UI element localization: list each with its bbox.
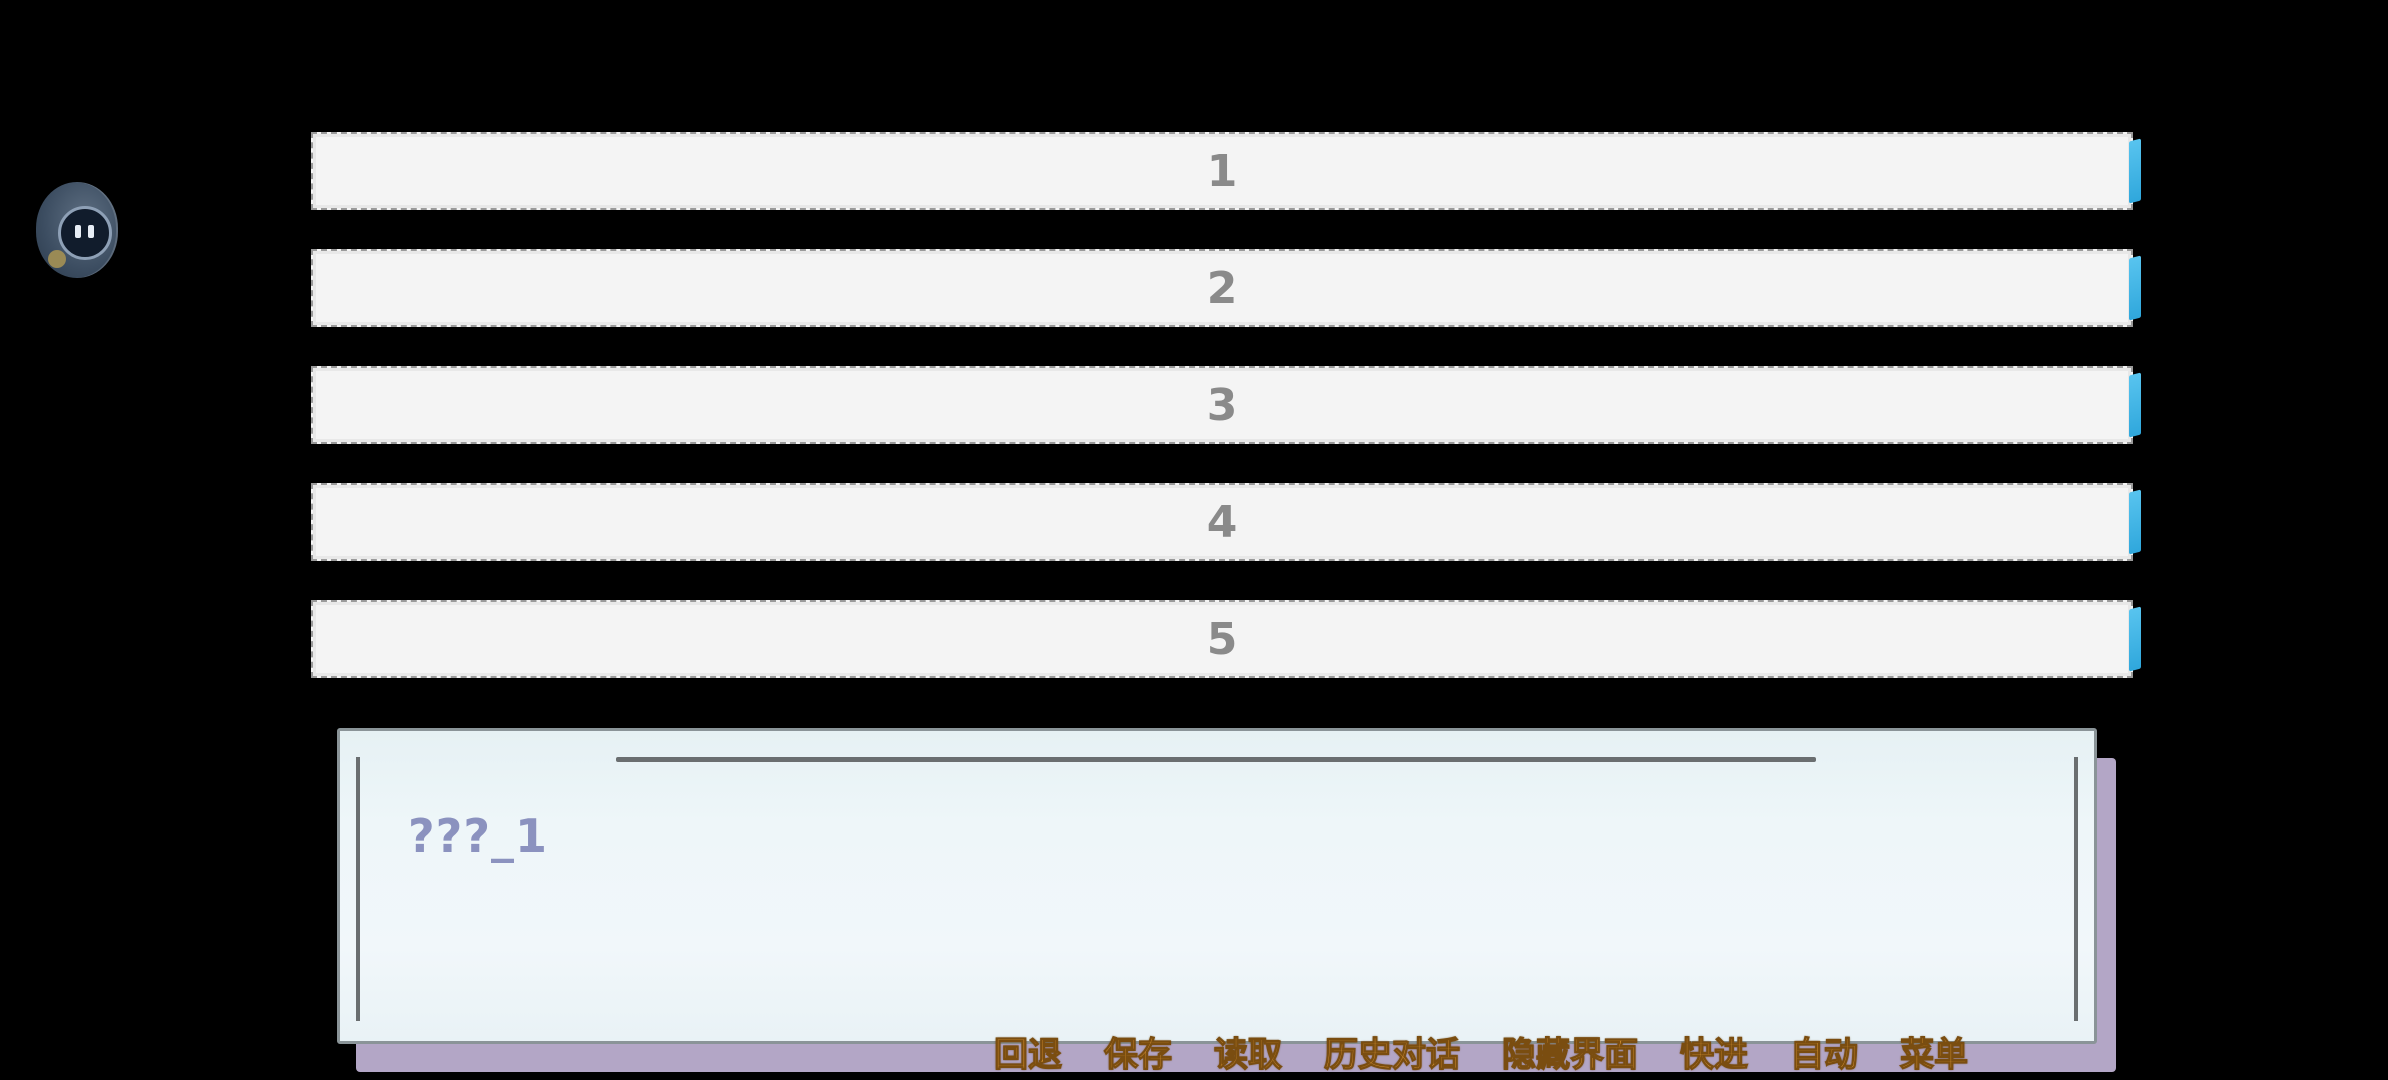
robot-face-icon (58, 206, 112, 260)
choice-label: 3 (1206, 379, 1238, 431)
quick-menu-hide-ui[interactable]: 隐藏界面 (1501, 1034, 1638, 1075)
quick-menu-rollback[interactable]: 回退 (993, 1034, 1062, 1075)
quick-menu-history[interactable]: 历史对话 (1323, 1034, 1460, 1075)
choice-option-2[interactable]: 2 (311, 249, 2141, 327)
choice-tab (2129, 255, 2141, 321)
dialog-box[interactable]: ???_1 (337, 728, 2097, 1044)
quick-menu-skip[interactable]: 快进 (1679, 1034, 1748, 1075)
choice-tab (2129, 138, 2141, 204)
choice-label: 5 (1206, 613, 1238, 665)
speaker-name: ???_1 (408, 809, 549, 863)
quick-menu: 回退 保存 读取 历史对话 隐藏界面 快进 自动 菜单 (993, 1026, 1968, 1076)
choice-tab (2129, 489, 2141, 555)
left-eye (75, 225, 81, 238)
choice-menu: 1 2 3 4 5 (311, 132, 2141, 717)
choice-label: 4 (1206, 496, 1238, 548)
choice-option-3[interactable]: 3 (311, 366, 2141, 444)
choice-option-1[interactable]: 1 (311, 132, 2141, 210)
avatar-dot (48, 250, 66, 268)
dialog-top-rule (616, 757, 1816, 762)
choice-tab (2129, 606, 2141, 672)
quick-menu-menu[interactable]: 菜单 (1899, 1034, 1968, 1075)
choice-label: 2 (1206, 262, 1238, 314)
quick-menu-auto[interactable]: 自动 (1789, 1034, 1858, 1075)
dialog-right-rule (2074, 757, 2078, 1021)
choice-tab (2129, 372, 2141, 438)
choice-option-5[interactable]: 5 (311, 600, 2141, 678)
assistant-avatar-button[interactable] (36, 182, 118, 278)
quick-menu-save[interactable]: 保存 (1103, 1034, 1172, 1075)
dialog-left-rule (356, 757, 360, 1021)
choice-option-4[interactable]: 4 (311, 483, 2141, 561)
quick-menu-load[interactable]: 读取 (1213, 1034, 1282, 1075)
right-eye (88, 225, 94, 238)
choice-label: 1 (1206, 145, 1238, 197)
